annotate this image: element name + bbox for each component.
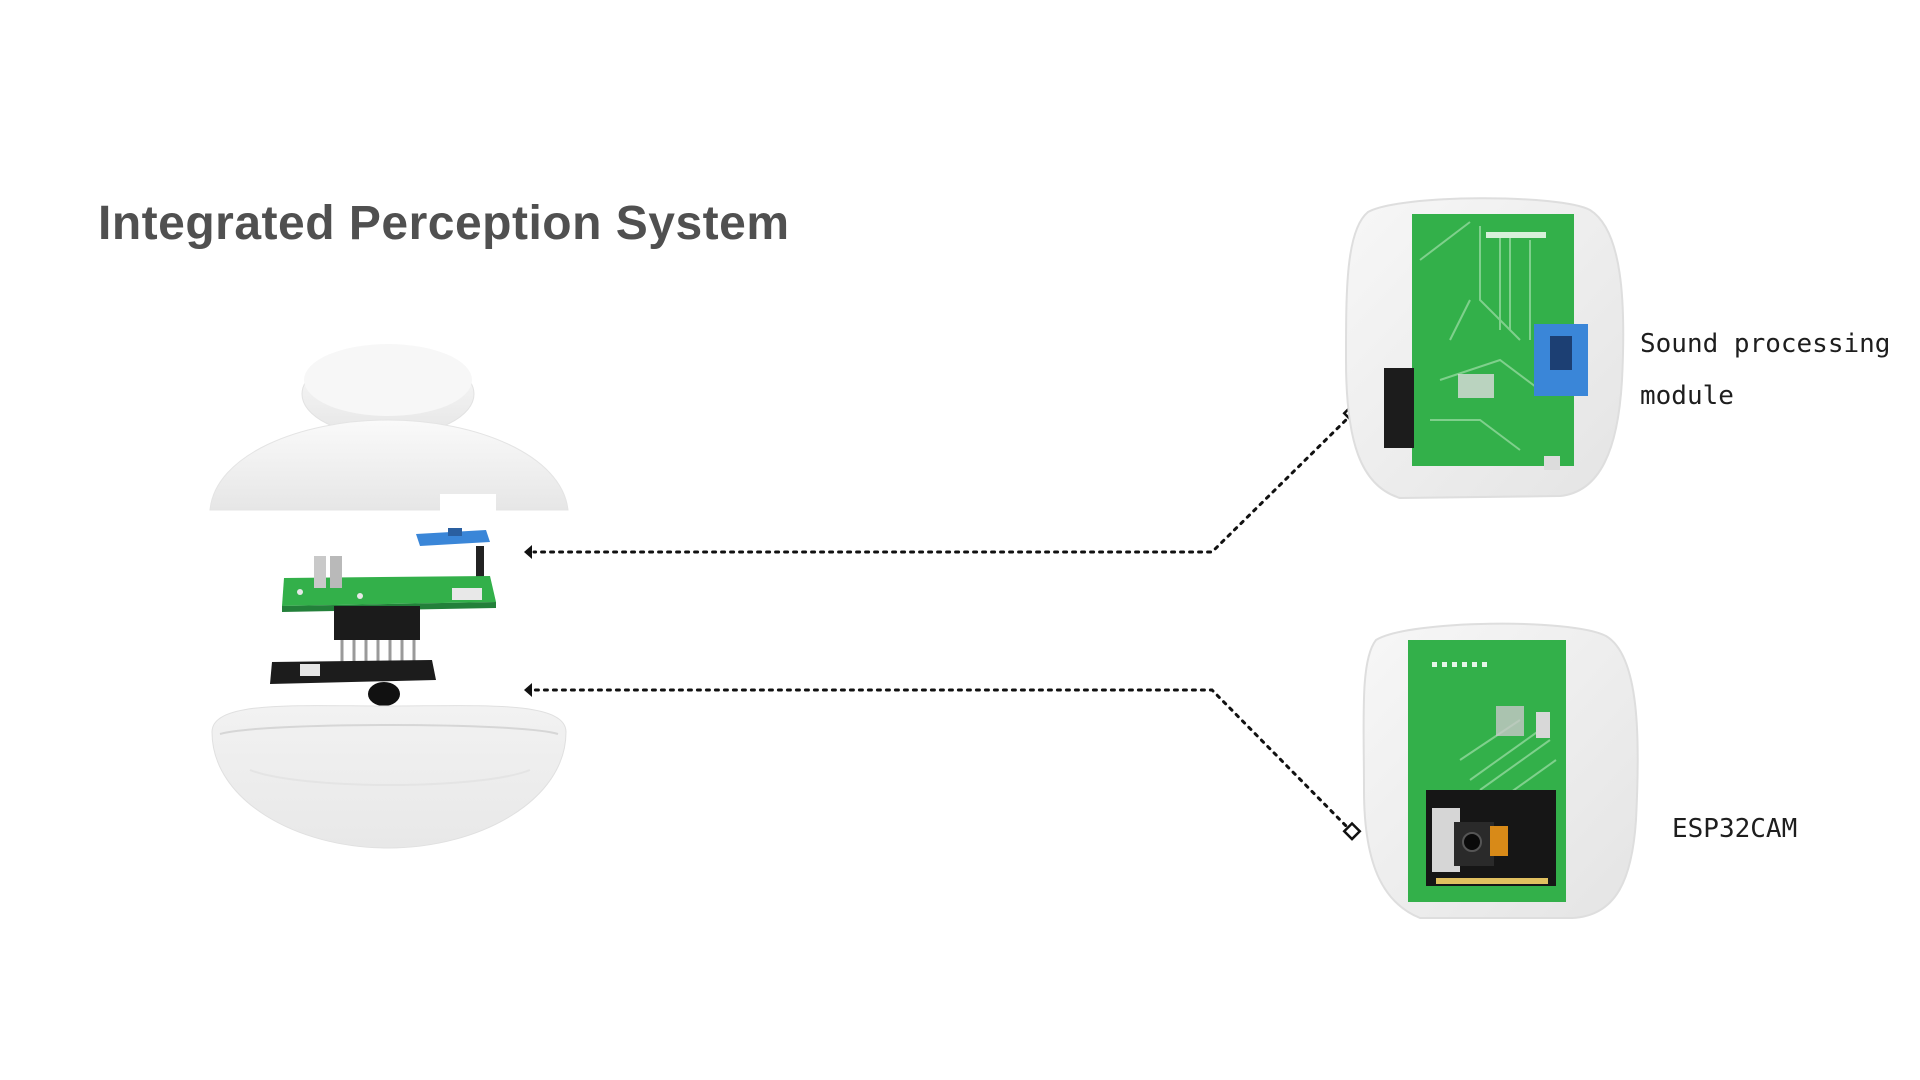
bottom-shell bbox=[211, 705, 567, 849]
blue-sound-module-part bbox=[416, 528, 490, 590]
sound-module-view bbox=[1344, 197, 1625, 500]
page-title: Integrated Perception System bbox=[98, 197, 790, 250]
esp32cam-view bbox=[1362, 622, 1639, 919]
top-shell bbox=[209, 419, 569, 514]
camera-board-part bbox=[270, 660, 436, 706]
exploded-device bbox=[209, 344, 569, 849]
green-pcb-part bbox=[282, 556, 496, 612]
sound-module-label: Sound processing module bbox=[1640, 329, 1891, 411]
esp32cam-label: ESP32CAM bbox=[1672, 814, 1798, 844]
connector-camera bbox=[524, 683, 1362, 841]
top-dome-cap bbox=[301, 344, 475, 437]
connector-sound bbox=[524, 403, 1362, 559]
